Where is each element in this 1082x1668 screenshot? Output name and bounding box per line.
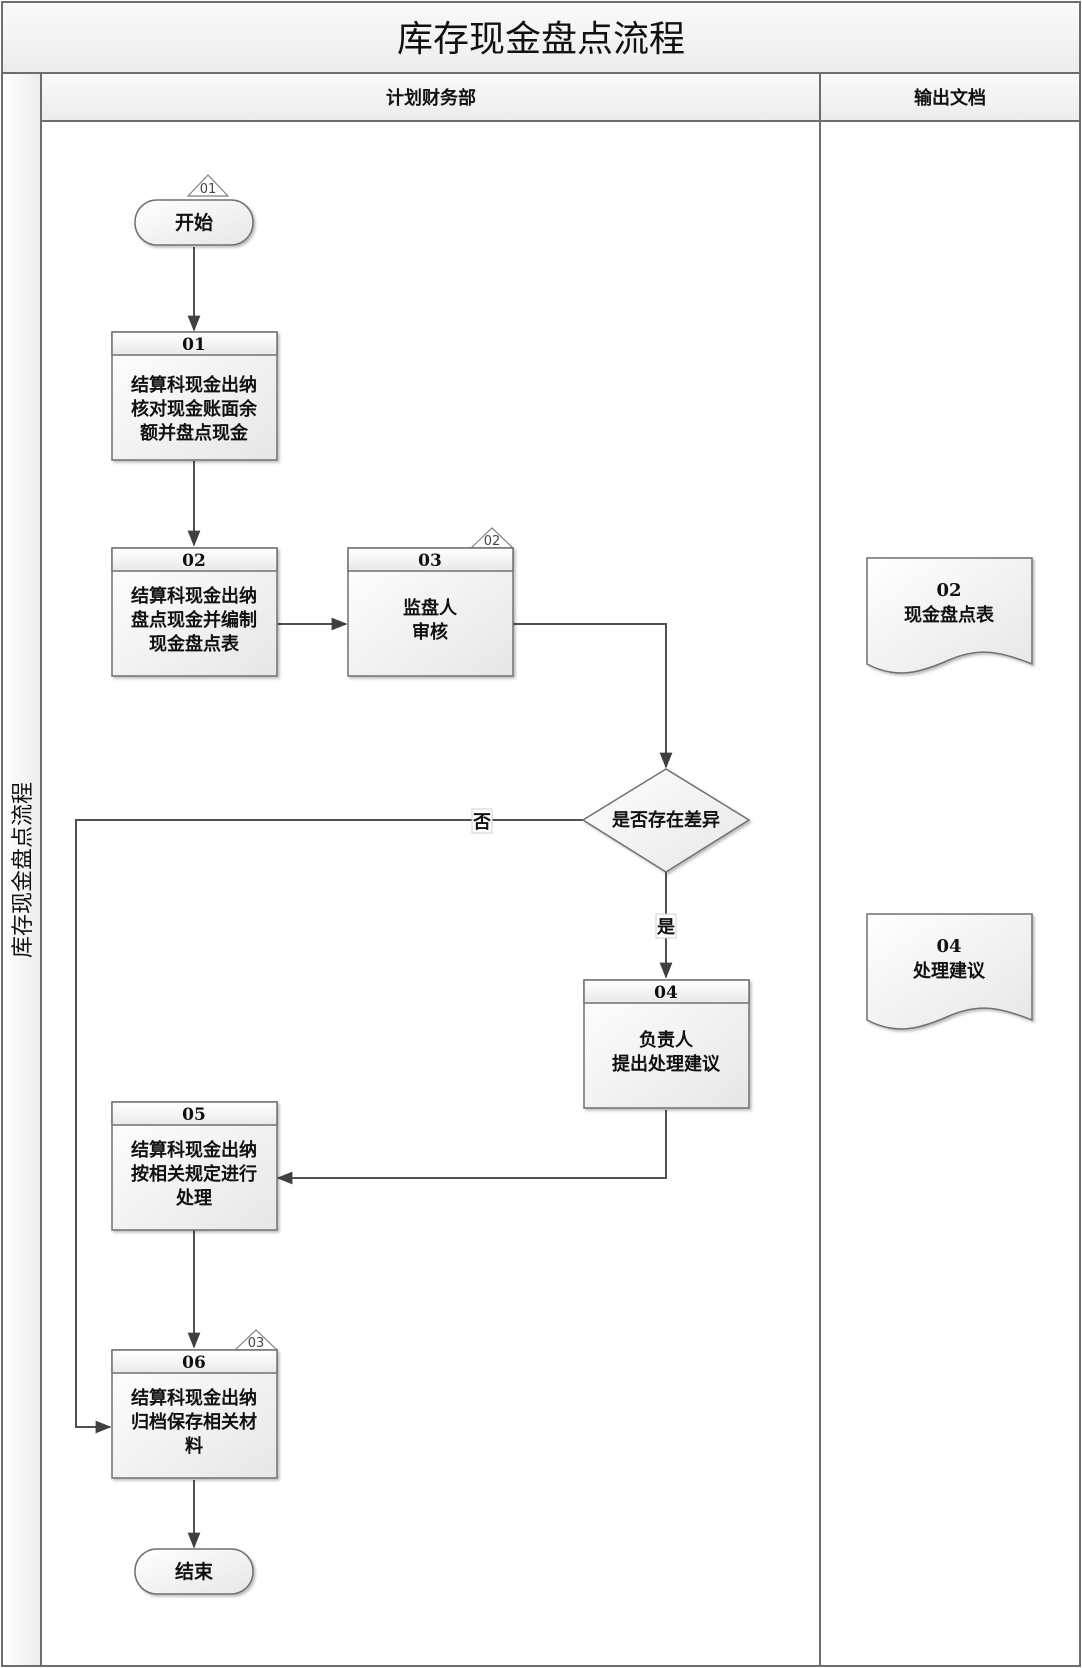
page-title: 库存现金盘点流程: [397, 19, 685, 60]
end-node[interactable]: 结束: [134, 1548, 254, 1595]
lane-header-finance: 计划财务部: [386, 87, 476, 109]
process-box-05[interactable]: 05 结算科现金出纳 按相关规定进行 处理: [111, 1101, 278, 1231]
end-label: 结束: [175, 1560, 214, 1583]
svg-text:否: 否: [472, 812, 491, 833]
process-box-01[interactable]: 01 结算科现金出纳 核对现金账面余 额并盘点现金: [111, 331, 278, 461]
box-id: 02: [182, 551, 206, 571]
document-id: 04: [936, 936, 961, 957]
box-text-line: 审核: [412, 621, 448, 643]
document-02[interactable]: 02 现金盘点表: [866, 557, 1033, 674]
document-id: 02: [936, 580, 961, 601]
box-text-line: 额并盘点现金: [140, 422, 249, 444]
box-text-line: 按相关规定进行: [131, 1163, 257, 1185]
box-text-line: 盘点现金并编制: [131, 609, 257, 631]
decision-node[interactable]: 是否存在差异: [581, 768, 751, 873]
svg-text:03: 03: [248, 1336, 265, 1351]
box-text-line: 结算科现金出纳: [131, 374, 257, 396]
tag-marker-01: [186, 174, 230, 197]
box-text-line: 结算科现金出纳: [131, 1139, 257, 1161]
box-text-line: 现金盘点表: [149, 633, 240, 655]
title-bar: [3, 3, 1079, 73]
process-box-06[interactable]: 03 06 结算科现金出纳 归档保存相关材 料: [111, 1329, 279, 1479]
box-text-line: 负责人: [639, 1029, 694, 1051]
box-text-line: 处理: [175, 1187, 212, 1209]
box-text-line: 监盘人: [403, 597, 458, 619]
document-04[interactable]: 04 处理建议: [866, 913, 1033, 1030]
document-label: 现金盘点表: [904, 604, 995, 626]
edge-label-yes: 是: [655, 913, 677, 939]
process-box-04[interactable]: 04 负责人 提出处理建议: [583, 979, 750, 1109]
pool-label: 库存现金盘点流程: [11, 782, 36, 958]
box-text-line: 归档保存相关材: [131, 1411, 257, 1433]
edge-04-05: [276, 1110, 667, 1185]
document-label: 处理建议: [912, 960, 986, 982]
edge-label-no: 否: [471, 808, 493, 834]
box-text-line: 料: [185, 1435, 203, 1457]
pool-side-bar: [3, 74, 41, 1665]
box-id: 03: [418, 551, 442, 571]
box-text-line: 结算科现金出纳: [131, 585, 257, 607]
start-node[interactable]: 01 开始: [134, 174, 254, 246]
lane-header-bar: [42, 74, 1079, 121]
svg-text:是: 是: [656, 917, 675, 938]
edge-decision-06: [75, 819, 583, 1434]
process-box-02[interactable]: 02 结算科现金出纳 盘点现金并编制 现金盘点表: [111, 547, 278, 677]
svg-text:02: 02: [484, 534, 501, 549]
start-label: 开始: [175, 211, 213, 234]
box-text-line: 提出处理建议: [612, 1053, 721, 1075]
box-id: 04: [654, 983, 678, 1003]
box-id: 06: [182, 1353, 206, 1373]
svg-text:01: 01: [200, 182, 217, 197]
process-box-03[interactable]: 02 03 监盘人 审核: [347, 527, 515, 677]
lane-header-output-docs: 输出文档: [914, 87, 986, 109]
box-text-line: 结算科现金出纳: [131, 1387, 257, 1409]
box-id: 05: [182, 1105, 206, 1125]
decision-label: 是否存在差异: [611, 809, 720, 831]
box-id: 01: [182, 335, 206, 355]
edge-03-decision: [513, 623, 673, 769]
box-text-line: 核对现金账面余: [131, 398, 258, 420]
